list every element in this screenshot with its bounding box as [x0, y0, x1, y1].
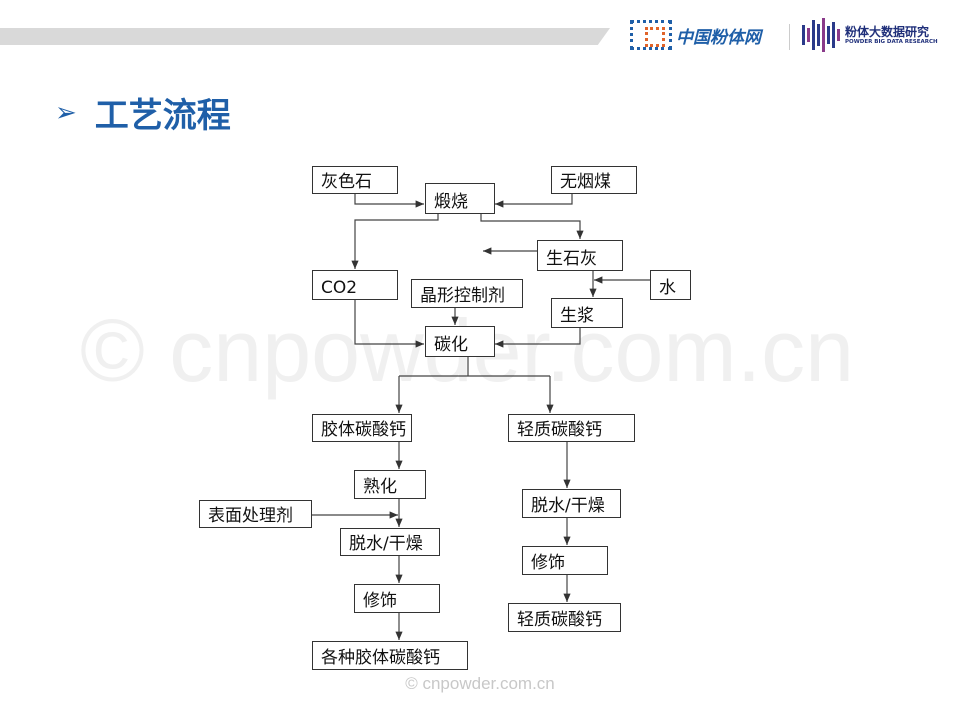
watermark-small: © cnpowder.com.cn — [405, 674, 555, 693]
box-light: 轻质碳酸钙 — [508, 414, 635, 442]
powder-big-data-logo: 粉体大数据研究 POWDER BIG DATA RESEARCH — [802, 18, 938, 52]
box-aging: 熟化 — [354, 470, 426, 499]
box-quicklime: 生石灰 — [537, 240, 623, 271]
cp-logo-icon — [630, 20, 672, 50]
box-modify-right: 修饰 — [522, 546, 608, 575]
logo1-text: 中国粉体网 — [676, 27, 761, 48]
box-co2: CO2 — [312, 270, 398, 300]
box-slurry: 生浆 — [551, 298, 623, 328]
box-crystal-agent: 晶形控制剂 — [411, 279, 523, 308]
page-title: ➢ 工艺流程 — [55, 88, 231, 137]
box-anthracite: 无烟煤 — [551, 166, 637, 194]
box-dry-right: 脱水/干燥 — [522, 489, 621, 518]
title-text: 工艺流程 — [94, 96, 231, 136]
box-colloidal: 胶体碳酸钙 — [312, 414, 412, 442]
box-water: 水 — [650, 270, 691, 300]
box-carbonation: 碳化 — [425, 326, 495, 357]
logo2-subtext: POWDER BIG DATA RESEARCH — [845, 39, 938, 45]
box-light-product: 轻质碳酸钙 — [508, 603, 621, 632]
bullet-arrow-icon: ➢ — [55, 97, 77, 128]
box-calcination: 煅烧 — [425, 183, 495, 214]
logo-divider — [789, 24, 790, 50]
cnpowder-logo: 中国粉体网 — [630, 20, 761, 50]
logo2-text: 粉体大数据研究 — [845, 25, 930, 39]
header-bar — [0, 28, 610, 45]
box-colloidal-products: 各种胶体碳酸钙 — [312, 641, 468, 670]
box-surface-agent: 表面处理剂 — [199, 500, 312, 528]
box-limestone: 灰色石 — [312, 166, 398, 194]
box-dry-left: 脱水/干燥 — [340, 528, 440, 556]
box-modify-left: 修饰 — [354, 584, 440, 613]
bars-logo-icon — [802, 18, 840, 52]
